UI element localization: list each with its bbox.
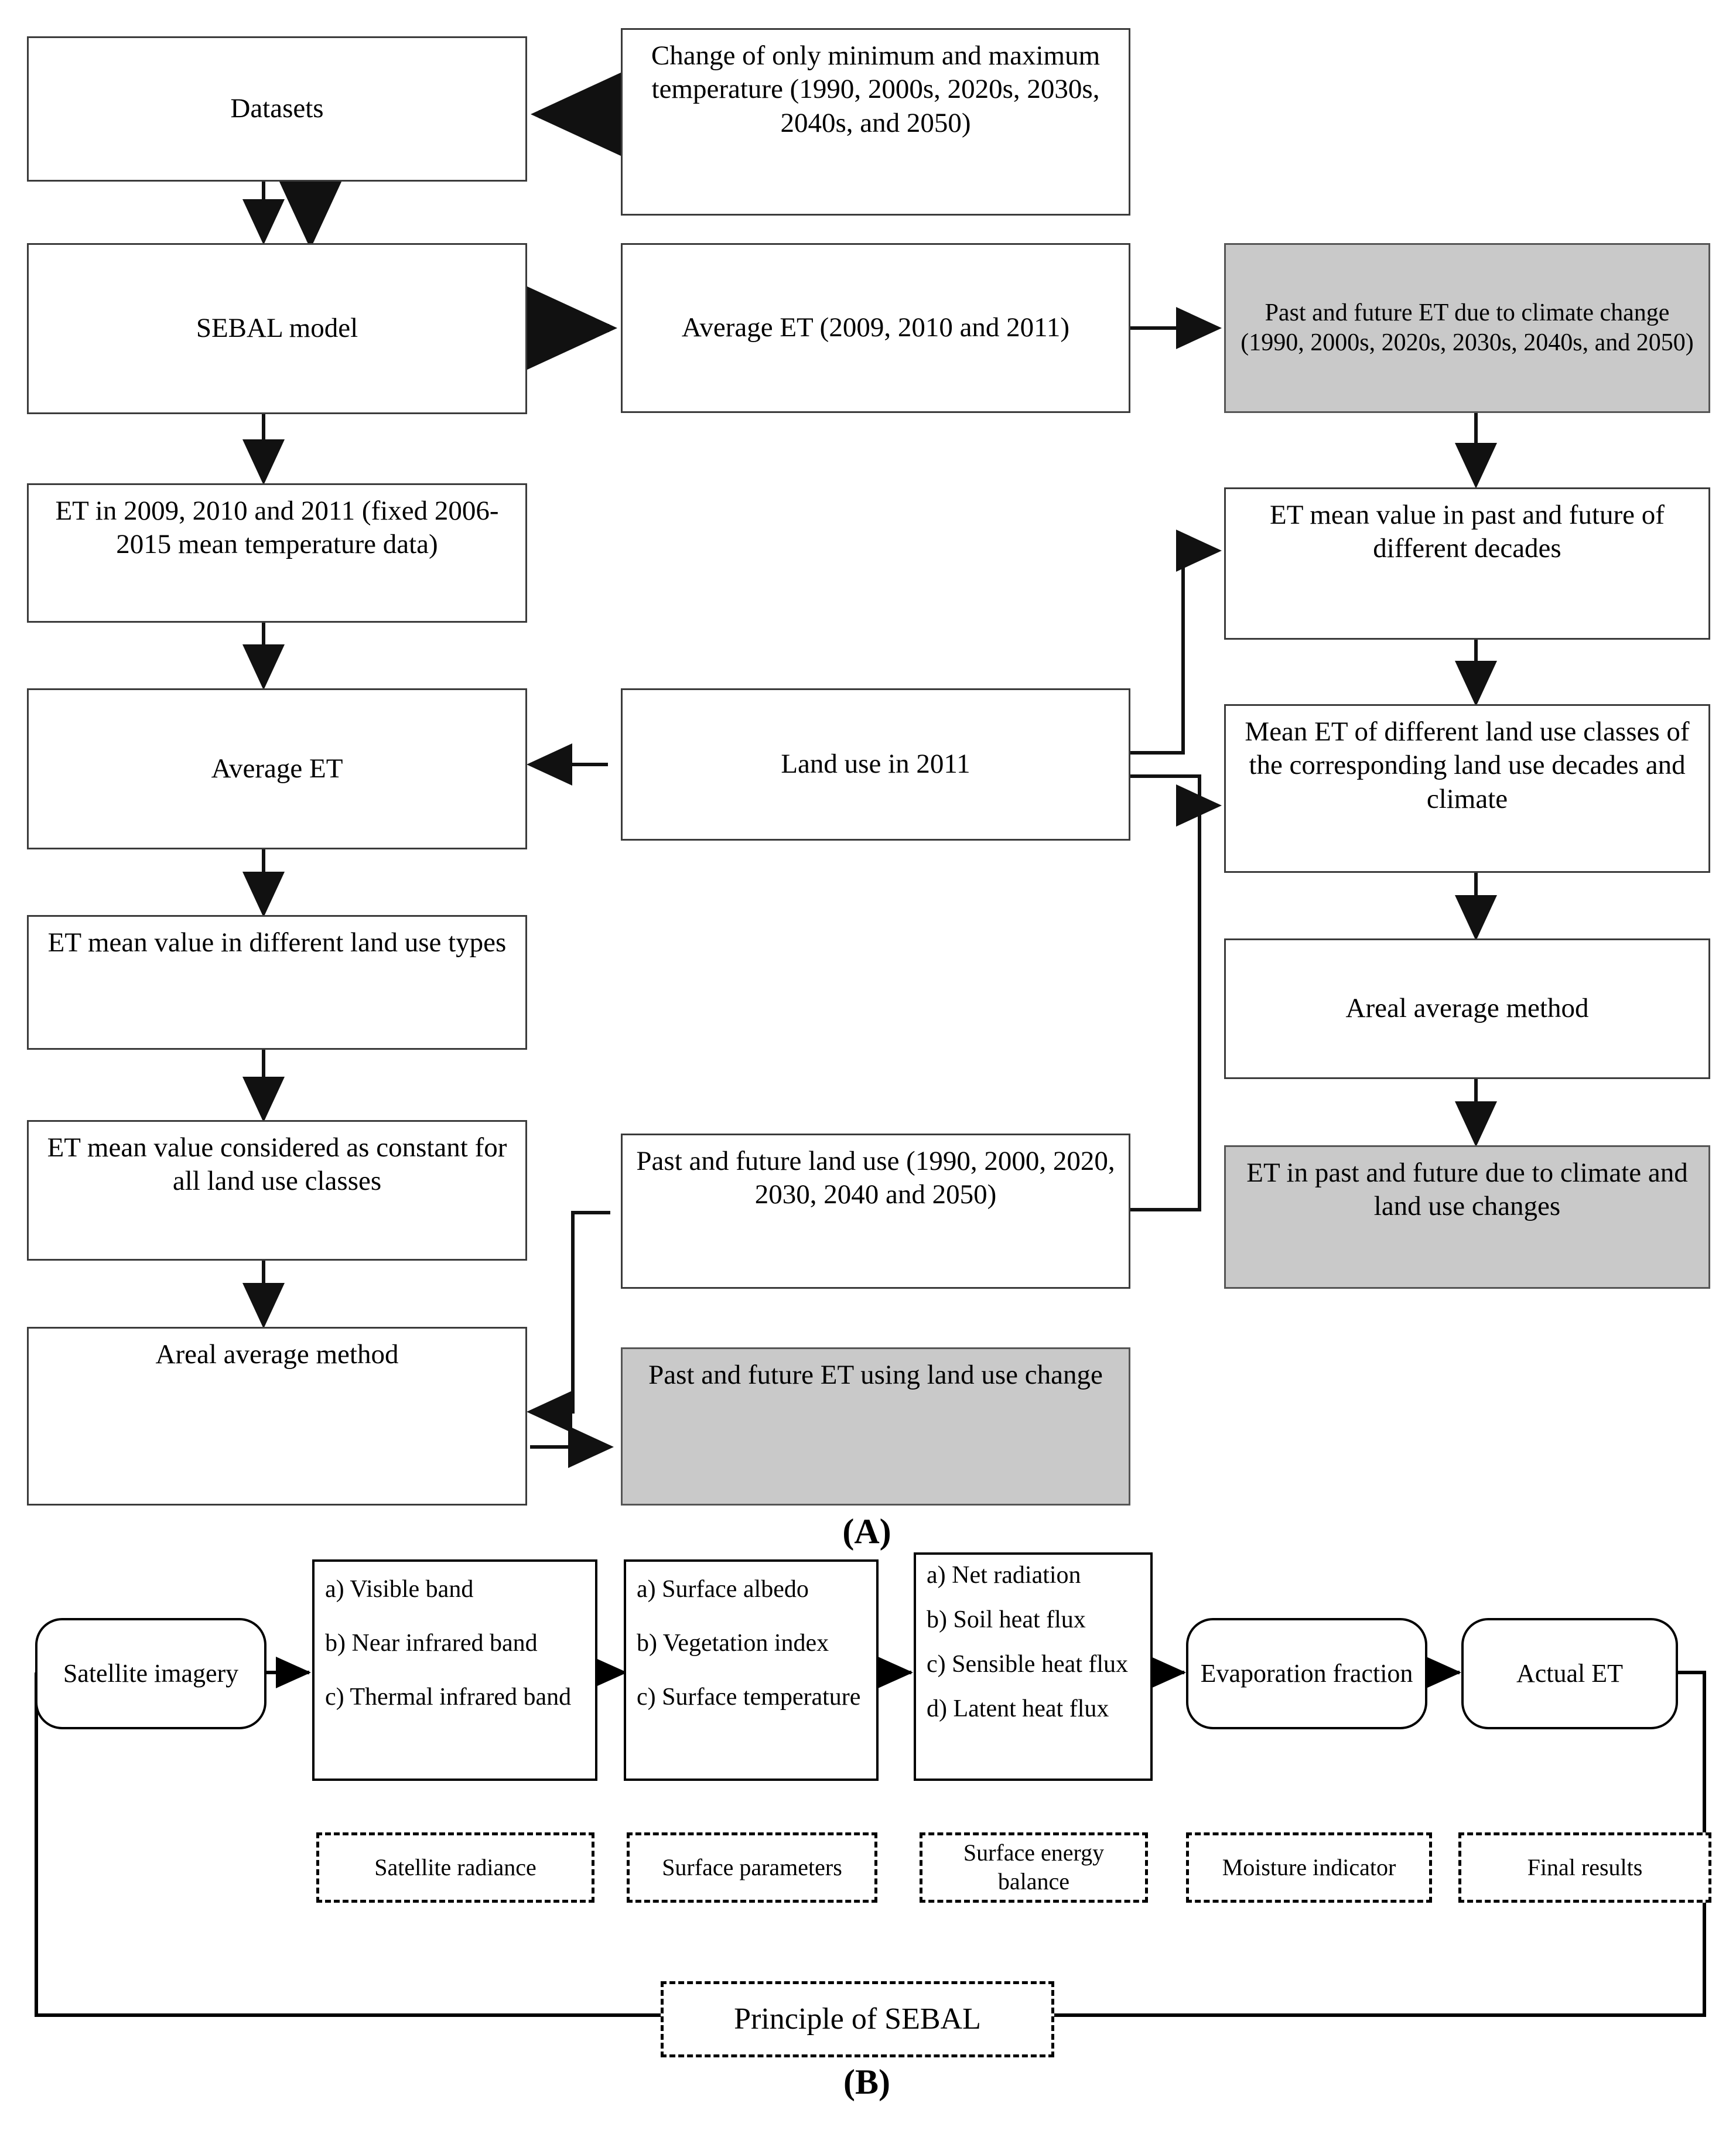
node-past-future-land-use[interactable]: Past and future land use (1990, 2000, 20… <box>621 1134 1130 1289</box>
node-mean-et-landuse-classes-label: Mean ET of different land use classes of… <box>1245 716 1690 814</box>
list-item: d) Latent heat flux <box>927 1695 1109 1722</box>
node-et-mean-landuse-types-label: ET mean value in different land use type… <box>47 927 507 958</box>
panel-b-label: (B) <box>843 2063 890 2101</box>
node-areal-average-method-right-label: Areal average method <box>1345 993 1589 1024</box>
node-temperature-change[interactable]: Change of only minimum and maximum tempe… <box>621 28 1130 216</box>
node-bands[interactable]: a) Visible band b) Near infrared band c)… <box>312 1559 597 1781</box>
list-item: c) Surface temperature <box>637 1684 861 1711</box>
node-evaporation-fraction[interactable]: Evaporation fraction <box>1186 1618 1427 1729</box>
node-average-et-years-label: Average ET (2009, 2010 and 2011) <box>681 312 1070 343</box>
node-average-et[interactable]: Average ET <box>27 688 527 849</box>
caption-surface-energy-balance-label: Surface energy balance <box>963 1839 1105 1895</box>
panel-a-label: (A) <box>842 1512 891 1551</box>
caption-moisture-indicator: Moisture indicator <box>1186 1832 1432 1903</box>
node-et-mean-decades[interactable]: ET mean value in past and future of diff… <box>1224 487 1710 640</box>
node-past-future-land-use-label: Past and future land use (1990, 2000, 20… <box>636 1146 1115 1210</box>
node-temperature-change-label: Change of only minimum and maximum tempe… <box>651 40 1101 138</box>
node-average-et-label: Average ET <box>211 753 343 784</box>
list-item: c) Thermal infrared band <box>325 1684 572 1711</box>
node-et-past-future-climate-landuse-label: ET in past and future due to climate and… <box>1246 1158 1688 1222</box>
node-past-future-et-landuse-label: Past and future ET using land use change <box>648 1360 1103 1390</box>
node-datasets-label: Datasets <box>230 93 324 124</box>
caption-principle-of-sebal: Principle of SEBAL <box>661 1981 1054 2057</box>
node-land-use-2011[interactable]: Land use in 2011 <box>621 688 1130 841</box>
list-item: b) Vegetation index <box>637 1630 829 1657</box>
caption-surface-energy-balance: Surface energy balance <box>920 1832 1148 1903</box>
node-actual-et[interactable]: Actual ET <box>1461 1618 1678 1729</box>
node-satellite-imagery-label: Satellite imagery <box>63 1659 239 1688</box>
node-land-use-2011-label: Land use in 2011 <box>781 749 970 780</box>
node-et-fixed-temperature[interactable]: ET in 2009, 2010 and 2011 (fixed 2006-20… <box>27 483 527 623</box>
node-et-mean-constant-label: ET mean value considered as constant for… <box>47 1132 507 1197</box>
node-past-future-et-climate-label: Past and future ET due to climate change… <box>1241 299 1694 356</box>
node-past-future-et-climate[interactable]: Past and future ET due to climate change… <box>1224 243 1710 413</box>
caption-principle-of-sebal-label: Principle of SEBAL <box>734 2002 981 2036</box>
list-item: a) Surface albedo <box>637 1576 809 1603</box>
node-areal-average-method-left-label: Areal average method <box>155 1339 399 1370</box>
list-item: a) Net radiation <box>927 1562 1081 1589</box>
node-energy-fluxes[interactable]: a) Net radiation b) Soil heat flux c) Se… <box>914 1552 1153 1781</box>
node-mean-et-landuse-classes[interactable]: Mean ET of different land use classes of… <box>1224 704 1710 873</box>
caption-final-results: Final results <box>1458 1832 1711 1903</box>
node-et-fixed-temperature-label: ET in 2009, 2010 and 2011 (fixed 2006-20… <box>55 496 499 560</box>
node-past-future-et-landuse[interactable]: Past and future ET using land use change <box>621 1347 1130 1506</box>
list-item: b) Near infrared band <box>325 1630 538 1657</box>
node-datasets[interactable]: Datasets <box>27 36 527 182</box>
node-actual-et-label: Actual ET <box>1516 1659 1624 1688</box>
caption-surface-parameters-label: Surface parameters <box>662 1853 842 1880</box>
caption-surface-parameters: Surface parameters <box>627 1832 877 1903</box>
node-surface-parameters[interactable]: a) Surface albedo b) Vegetation index c)… <box>624 1559 879 1781</box>
node-sebal-model[interactable]: SEBAL model <box>27 243 527 414</box>
node-et-mean-constant[interactable]: ET mean value considered as constant for… <box>27 1120 527 1261</box>
caption-final-results-label: Final results <box>1527 1853 1643 1880</box>
list-item: c) Sensible heat flux <box>927 1651 1129 1678</box>
caption-satellite-radiance-label: Satellite radiance <box>374 1853 536 1880</box>
node-evaporation-fraction-label: Evaporation fraction <box>1200 1659 1413 1688</box>
node-et-past-future-climate-landuse[interactable]: ET in past and future due to climate and… <box>1224 1145 1710 1289</box>
node-satellite-imagery[interactable]: Satellite imagery <box>35 1618 266 1729</box>
node-sebal-model-label: SEBAL model <box>196 313 358 344</box>
caption-moisture-indicator-label: Moisture indicator <box>1222 1853 1396 1880</box>
list-item: a) Visible band <box>325 1576 474 1603</box>
list-item: b) Soil heat flux <box>927 1606 1086 1633</box>
node-areal-average-method-left[interactable]: Areal average method <box>27 1327 527 1506</box>
node-et-mean-landuse-types[interactable]: ET mean value in different land use type… <box>27 915 527 1050</box>
node-average-et-years[interactable]: Average ET (2009, 2010 and 2011) <box>621 243 1130 413</box>
caption-satellite-radiance: Satellite radiance <box>316 1832 594 1903</box>
node-et-mean-decades-label: ET mean value in past and future of diff… <box>1270 500 1665 564</box>
node-areal-average-method-right[interactable]: Areal average method <box>1224 938 1710 1079</box>
